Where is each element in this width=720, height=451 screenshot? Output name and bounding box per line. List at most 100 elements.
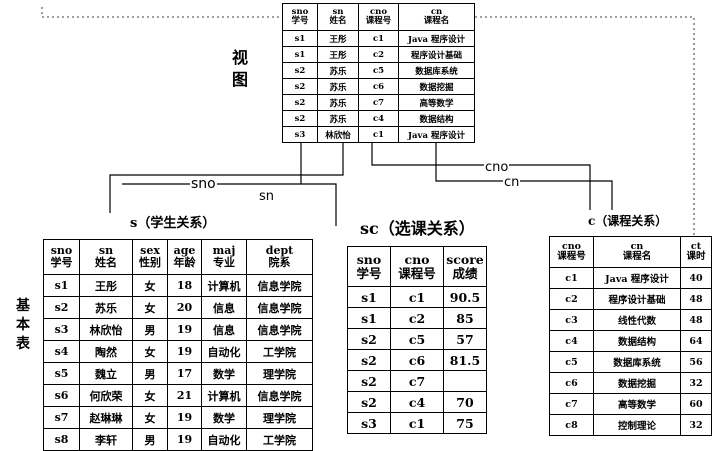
cell-sn: 林欣怡 — [317, 126, 359, 143]
cell-sn: 王彤 — [79, 274, 133, 297]
cell-cn: 高等数学 — [593, 393, 681, 415]
cell-sno: s2 — [282, 78, 318, 95]
cell-sn: 苏乐 — [317, 110, 359, 127]
cell-dept: 信息学院 — [246, 296, 313, 319]
cell-cno: c1 — [390, 412, 444, 434]
cell-sn: 王彤 — [317, 46, 359, 63]
cell-cno: c6 — [390, 349, 444, 371]
cell-cno: c3 — [549, 309, 594, 331]
cell-sno: s7 — [43, 406, 80, 429]
header-code: ct — [690, 241, 702, 253]
header-name: 课程名 — [622, 251, 652, 262]
header-name: 课程号 — [398, 265, 436, 281]
header-code: sex — [140, 244, 160, 258]
cell-sno: s6 — [43, 384, 80, 407]
cell-sno: s4 — [43, 340, 80, 363]
cell-dept: 理学院 — [246, 362, 313, 385]
cell-score: 85 — [443, 307, 487, 329]
cell-cno: c6 — [549, 372, 594, 394]
cell-maj: 信息 — [201, 296, 247, 319]
cell-cno: c2 — [358, 46, 399, 63]
cell-score: 75 — [443, 412, 487, 434]
header-name: 学号 — [356, 265, 382, 281]
cell-sno: s2 — [347, 370, 391, 392]
header-name: 课程名 — [423, 16, 450, 26]
cell-ct: 56 — [680, 351, 712, 373]
view-label-2: 图 — [232, 70, 249, 89]
cell-cno: c1 — [549, 267, 594, 289]
cell-cno: c7 — [358, 94, 399, 111]
base-label-3: 表 — [16, 336, 30, 352]
cell-dept: 信息学院 — [246, 274, 313, 297]
cell-age: 19 — [167, 318, 202, 341]
cell-sno: s5 — [43, 362, 80, 385]
cell-sn: 林欣怡 — [79, 318, 133, 341]
header-code: maj — [212, 244, 236, 258]
cell-cn: 线性代数 — [593, 309, 681, 331]
cell-sno: s1 — [347, 286, 391, 308]
cell-cn: 程序设计基础 — [593, 288, 681, 310]
header-code: cno — [561, 241, 582, 253]
cell-score: 81.5 — [443, 349, 487, 371]
cell-score: 57 — [443, 328, 487, 350]
header-code: sn — [332, 7, 344, 18]
cell-sex: 男 — [132, 362, 168, 385]
cell-cn: 数据挖掘 — [593, 372, 681, 394]
cell-sno: s3 — [43, 318, 80, 341]
cell-cn: 数据结构 — [398, 110, 475, 127]
cell-age: 20 — [167, 296, 202, 319]
cell-cno: c2 — [390, 307, 444, 329]
cell-maj: 计算机 — [201, 384, 247, 407]
cell-dept: 信息学院 — [246, 384, 313, 407]
header-name: 学号 — [291, 16, 309, 26]
cell-sn: 何欣荣 — [79, 384, 133, 407]
cell-cno: c5 — [358, 62, 399, 79]
cell-ct: 48 — [680, 288, 712, 310]
cell-score — [443, 370, 487, 392]
header-code: score — [446, 252, 484, 268]
cell-cn: Java 程序设计 — [398, 30, 475, 47]
header-name: 课程号 — [557, 251, 586, 262]
cell-sex: 男 — [132, 318, 168, 341]
connector-label-sn: sn — [258, 189, 276, 204]
cell-sn: 赵琳琳 — [79, 406, 133, 429]
cell-cno: c7 — [390, 370, 444, 392]
cell-cno: c1 — [390, 286, 444, 308]
header-code: sno — [50, 244, 73, 258]
cell-ct: 64 — [680, 330, 712, 352]
cell-cn: 控制理论 — [593, 414, 681, 436]
header-name: 性别 — [139, 256, 161, 269]
header-code: dept — [265, 244, 294, 258]
cell-cno: c8 — [549, 414, 594, 436]
header-code: sno — [291, 7, 309, 18]
header-code: cn — [630, 241, 644, 253]
cell-age: 21 — [167, 384, 202, 407]
cell-cno: c5 — [390, 328, 444, 350]
cell-sex: 女 — [132, 406, 168, 429]
